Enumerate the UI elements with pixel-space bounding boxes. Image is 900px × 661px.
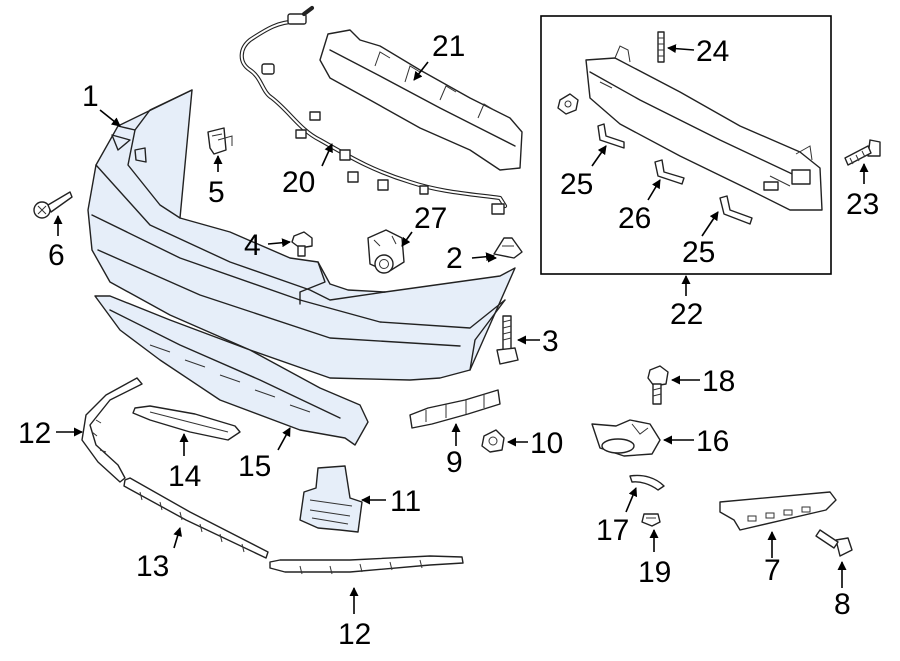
reflector-strip — [132, 405, 241, 441]
lamp-housing — [591, 419, 661, 457]
callout-25-lower: 25 — [682, 236, 715, 269]
side-bracket — [299, 465, 363, 533]
callout-7: 7 — [764, 554, 781, 587]
energy-absorber — [319, 29, 523, 171]
callout-3: 3 — [542, 325, 559, 358]
callout-9: 9 — [446, 446, 463, 479]
bolt — [496, 315, 519, 365]
push-bolt — [291, 231, 313, 257]
callout-11: 11 — [390, 485, 421, 518]
callout-12-left: 12 — [18, 417, 51, 450]
callout-20: 20 — [282, 166, 315, 199]
callout-2: 2 — [446, 242, 463, 275]
leader-lines — [53, 44, 869, 614]
wiring-harness — [239, 5, 508, 215]
clip — [207, 127, 233, 155]
retainer — [493, 237, 523, 259]
bolt-8 — [815, 529, 853, 557]
callout-labels: 1 2 3 4 5 6 7 8 9 10 11 12 12 13 14 15 1… — [18, 30, 879, 651]
callout-22: 22 — [670, 298, 703, 331]
callout-14: 14 — [168, 460, 201, 493]
bracket-7 — [719, 491, 837, 531]
callout-10: 10 — [530, 427, 563, 460]
retainer-clip — [629, 474, 665, 491]
callout-27: 27 — [414, 202, 447, 235]
callout-16: 16 — [696, 425, 729, 458]
callout-23: 23 — [846, 188, 879, 221]
callout-26: 26 — [618, 202, 651, 235]
center-molding — [269, 555, 464, 575]
callout-15: 15 — [238, 450, 271, 483]
callout-13: 13 — [136, 550, 169, 583]
screw — [33, 191, 73, 219]
center-bracket — [409, 389, 501, 429]
bolt-18 — [647, 365, 669, 405]
lower-deflector — [94, 295, 369, 446]
callout-12-bottom: 12 — [338, 618, 371, 651]
callout-19: 19 — [638, 556, 671, 589]
callout-4: 4 — [244, 229, 261, 262]
push-pin — [641, 513, 661, 527]
callout-25-upper: 25 — [560, 168, 593, 201]
callout-8: 8 — [834, 588, 851, 621]
callout-6: 6 — [48, 239, 65, 272]
callout-1: 1 — [82, 80, 99, 113]
lower-molding — [123, 477, 269, 559]
bumper-cover — [87, 89, 516, 381]
side-molding-left — [81, 377, 143, 483]
callout-24: 24 — [696, 35, 729, 68]
reinforcement-group-box — [540, 15, 832, 275]
nut — [481, 429, 505, 453]
callout-18: 18 — [702, 365, 735, 398]
callout-5: 5 — [208, 176, 225, 209]
callout-17: 17 — [596, 514, 629, 547]
park-sensor — [367, 229, 405, 274]
callout-21: 21 — [432, 30, 465, 63]
bolt-23 — [844, 139, 881, 166]
